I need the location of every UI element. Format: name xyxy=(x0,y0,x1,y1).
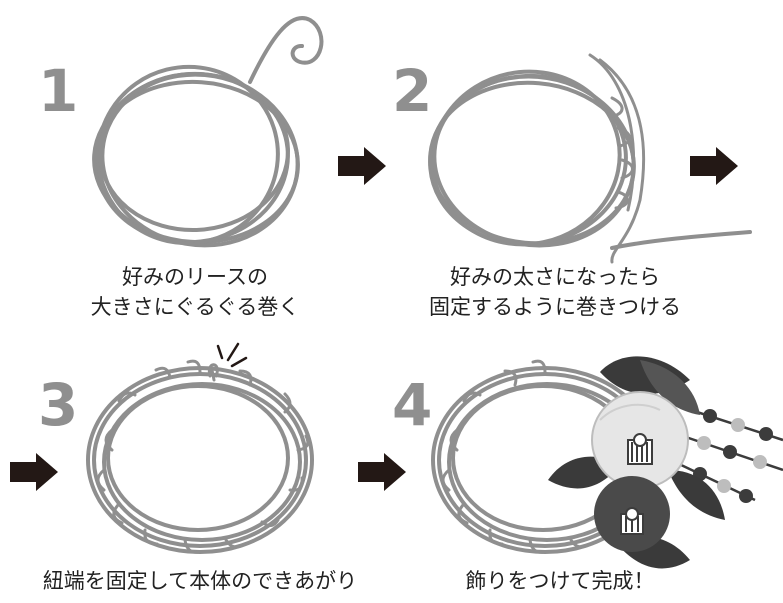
step1-caption-line1: 好みのリースの xyxy=(122,265,268,289)
knot-icon xyxy=(207,363,219,382)
flower-light xyxy=(591,391,689,489)
tie-sparkle-icon xyxy=(216,342,248,368)
step3-caption: 紐端を固定して本体のできあがり xyxy=(20,566,380,596)
leaf-top-2 xyxy=(640,360,700,415)
step-number-1: 1 xyxy=(38,57,79,125)
step-number-4: 4 xyxy=(392,371,433,439)
step4-caption: 飾りをつけて完成！ xyxy=(440,566,680,596)
step2-caption-line1: 好みの太さになったら xyxy=(450,265,660,289)
step-number-3: 3 xyxy=(38,371,79,439)
step2-caption: 好みの太さになったら 固定するように巻きつける xyxy=(405,262,705,322)
step3-caption-line1: 紐端を固定して本体のできあがり xyxy=(42,569,358,593)
step2-caption-line2: 固定するように巻きつける xyxy=(429,295,681,319)
leaf-right xyxy=(668,470,725,520)
arrow-3-to-4 xyxy=(358,453,406,491)
step3-wreath-body xyxy=(86,342,314,554)
flower-dark xyxy=(594,476,670,552)
step1-caption-line2: 大きさにぐるぐる巻く xyxy=(90,295,300,319)
step-number-2: 2 xyxy=(392,57,433,125)
arrow-2-to-3 xyxy=(690,147,738,185)
step1-caption: 好みのリースの 大きさにぐるぐる巻く xyxy=(70,262,320,322)
step4-wreath-body xyxy=(431,359,659,554)
arrow-into-step3 xyxy=(10,453,58,491)
step4-caption-line1: 飾りをつけて完成！ xyxy=(465,569,655,593)
step1-wire-loops xyxy=(92,16,324,248)
step4-decoration xyxy=(548,356,783,569)
arrow-1-to-2 xyxy=(338,147,386,185)
step2-wire-loops xyxy=(428,53,752,264)
